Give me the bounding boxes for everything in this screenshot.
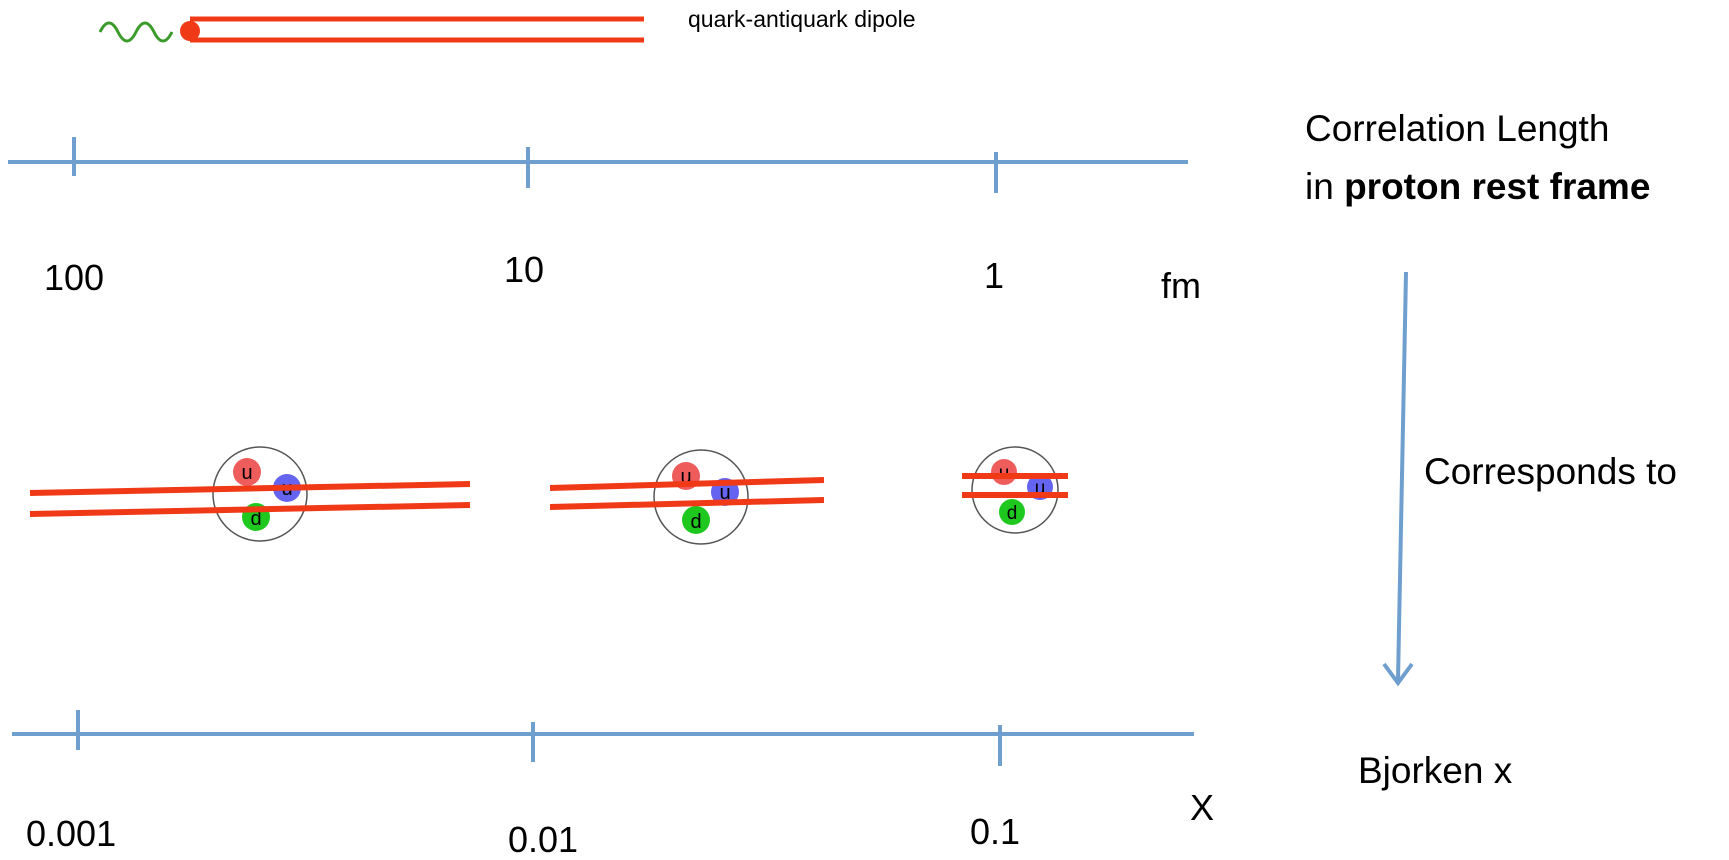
x-tick-label-0.01: 0.01 xyxy=(508,819,579,860)
x-tick-label-0.1: 0.1 xyxy=(970,811,1021,852)
x-axis-title: Bjorken x xyxy=(1358,750,1513,791)
quark-label-up-blue: u xyxy=(719,482,730,504)
proton-small-dipole: u u d xyxy=(962,446,1068,534)
length-axis-unit: fm xyxy=(1161,265,1201,306)
correspondence-arrow-shaft xyxy=(1396,271,1408,681)
dipole-line-upper xyxy=(549,477,825,491)
length-tick-label-100: 100 xyxy=(44,257,105,298)
quark-label-up-blue: u xyxy=(1035,478,1046,499)
quark-down-green xyxy=(682,506,710,534)
dipole-line-lower xyxy=(29,502,471,517)
correspondence-label: Corresponds to xyxy=(1424,451,1677,492)
quark-label-down-green: d xyxy=(1007,503,1018,524)
proton-large-dipole: u u d xyxy=(29,446,471,542)
dipole-line-lower xyxy=(549,497,825,510)
correspondence-arrow-head xyxy=(1382,662,1414,687)
quark-label-up-red: u xyxy=(680,466,691,488)
x-axis-unit: X xyxy=(1190,787,1215,828)
length-axis-title-bold: proton rest frame xyxy=(1344,166,1651,207)
x-tick-label-0.001: 0.001 xyxy=(26,813,117,854)
quark-label-down-green: d xyxy=(250,508,261,530)
proton-medium-dipole: u u d xyxy=(549,449,825,545)
length-axis-title-line2: in proton rest frame xyxy=(1305,168,1650,205)
length-axis-title-line1: Correlation Length xyxy=(1305,108,1610,149)
length-tick-label-1: 1 xyxy=(984,255,1005,296)
quark-up-red xyxy=(233,458,261,486)
quark-label-up-red: u xyxy=(241,462,252,484)
photon-wiggle xyxy=(98,21,174,43)
proton-outline xyxy=(971,446,1059,534)
dipole-legend-label: quark-antiquark dipole xyxy=(688,6,916,32)
quark-down-green xyxy=(999,499,1025,525)
quark-label-down-green: d xyxy=(690,511,701,533)
photon-vertex xyxy=(180,21,200,41)
length-axis-title-prefix: in xyxy=(1305,166,1345,207)
proton-outline xyxy=(653,449,749,545)
dipole-line-upper xyxy=(29,481,471,496)
proton-outline xyxy=(212,446,308,542)
length-tick-label-10: 10 xyxy=(504,249,545,290)
